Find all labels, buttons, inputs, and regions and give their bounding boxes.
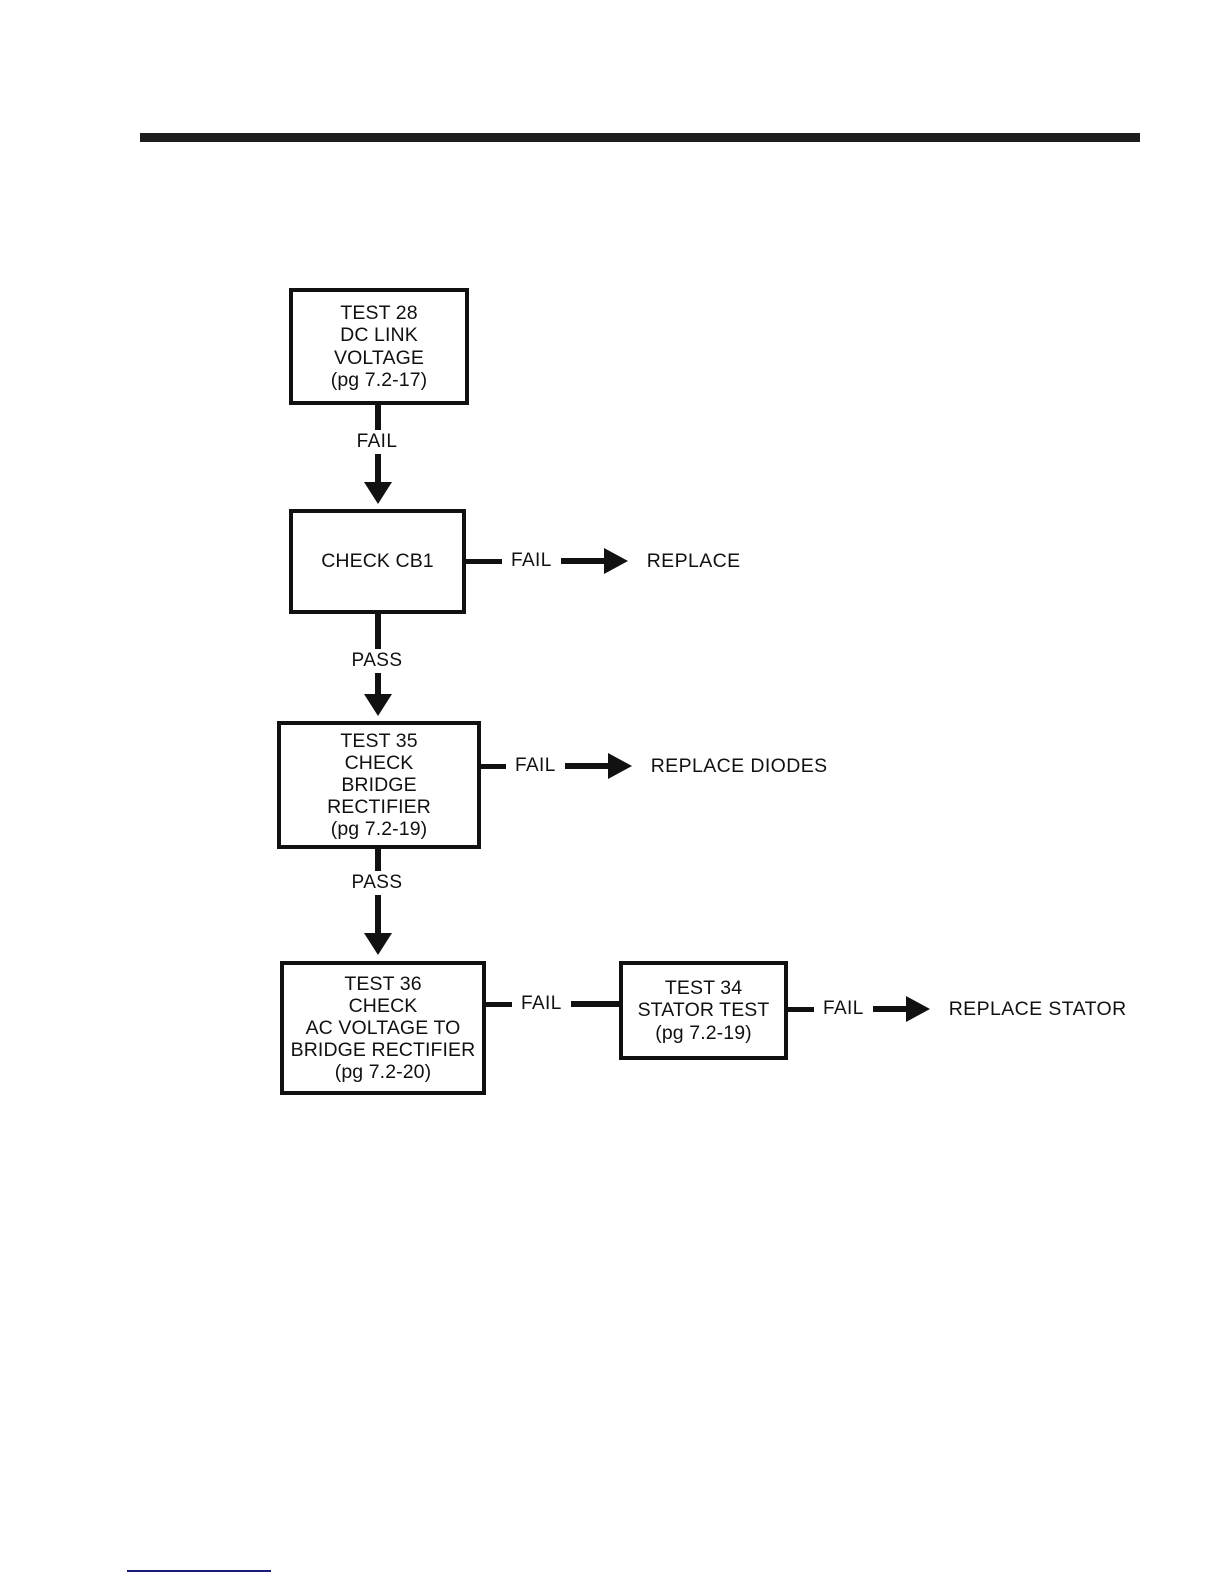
arrow-right-icon-head	[607, 753, 632, 779]
branch-label-check-cb1-fail: FAIL	[511, 550, 552, 571]
branch-test34-fail: FAIL REPLACE STATOR	[788, 996, 1127, 1022]
connector-label-check-cb1-to-test35: PASS	[345, 649, 409, 673]
flow-node-check-cb1: CHECK CB1	[289, 509, 466, 614]
connector-line-test35-to-test36	[375, 849, 381, 943]
branch-check-cb1-fail: FAIL REPLACE	[466, 548, 741, 574]
branch-stub	[481, 763, 506, 769]
arrow-right-icon-shaft	[564, 763, 609, 769]
connector-label-test28-to-check-cb1: FAIL	[350, 430, 404, 454]
header-rule	[140, 133, 1140, 142]
arrow-right-icon-head	[603, 548, 628, 574]
flow-node-test35: TEST 35 CHECK BRIDGE RECTIFIER (pg 7.2-1…	[277, 721, 481, 849]
flow-node-test34: TEST 34 STATOR TEST (pg 7.2-19)	[619, 961, 788, 1060]
branch-outcome-replace-stator: REPLACE STATOR	[948, 997, 1127, 1020]
branch-label-test36-fail: FAIL	[521, 993, 562, 1014]
footer-rule	[127, 1570, 271, 1572]
arrow-right-icon-shaft	[560, 558, 605, 564]
branch-test35-fail: FAIL REPLACE DIODES	[481, 753, 828, 779]
flow-node-test35-label: TEST 35 CHECK BRIDGE RECTIFIER (pg 7.2-1…	[327, 729, 431, 841]
flow-node-test34-label: TEST 34 STATOR TEST (pg 7.2-19)	[637, 977, 770, 1044]
branch-outcome-replace-diodes: REPLACE DIODES	[650, 754, 828, 777]
flow-node-test36: TEST 36 CHECK AC VOLTAGE TO BRIDGE RECTI…	[280, 961, 486, 1095]
arrow-right-icon-shaft	[570, 1001, 626, 1007]
arrow-right-icon-head	[905, 996, 930, 1022]
branch-stub	[788, 1006, 814, 1012]
arrow-down-icon-check-cb1-to-test35	[364, 694, 392, 716]
branch-stub	[466, 558, 502, 564]
branch-label-test34-fail: FAIL	[823, 998, 864, 1019]
branch-outcome-replace: REPLACE	[646, 549, 741, 572]
arrow-right-icon-shaft	[872, 1006, 907, 1012]
flow-node-check-cb1-label: CHECK CB1	[321, 550, 434, 573]
flow-node-test36-label: TEST 36 CHECK AC VOLTAGE TO BRIDGE RECTI…	[290, 972, 476, 1084]
connector-label-test35-to-test36: PASS	[345, 871, 409, 895]
arrow-down-icon-test35-to-test36	[364, 933, 392, 955]
branch-label-test35-fail: FAIL	[515, 755, 556, 776]
branch-stub	[486, 1001, 512, 1007]
arrow-down-icon-test28-to-check-cb1	[364, 482, 392, 504]
flow-node-test28-label: TEST 28 DC LINK VOLTAGE (pg 7.2-17)	[330, 302, 428, 391]
flow-node-test28: TEST 28 DC LINK VOLTAGE (pg 7.2-17)	[289, 288, 469, 405]
